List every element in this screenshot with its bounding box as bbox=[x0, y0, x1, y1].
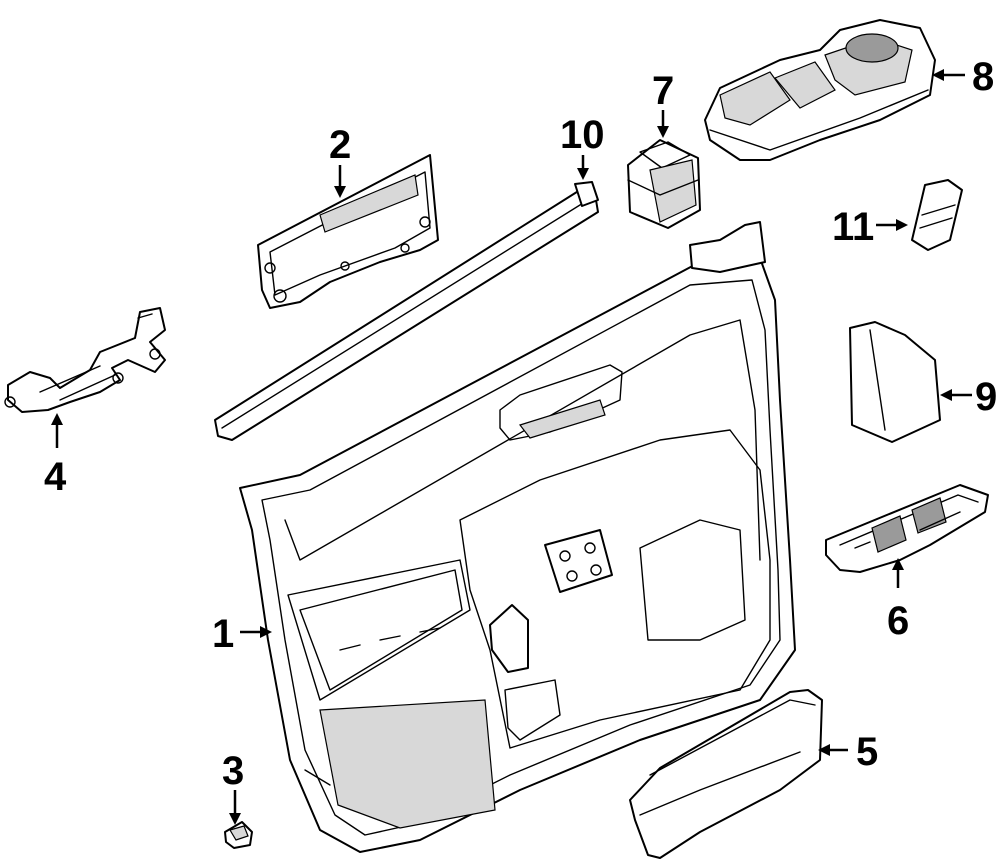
callout-11: 11 bbox=[832, 205, 874, 249]
part-8-master-switch[interactable] bbox=[704, 19, 936, 161]
callout-numbers: 1 2 3 4 5 6 7 8 9 10 11 bbox=[44, 55, 997, 793]
part-1-door-trim-panel[interactable] bbox=[239, 221, 796, 853]
part-5-armrest-pad[interactable] bbox=[629, 689, 823, 859]
callout-1: 1 bbox=[212, 612, 234, 656]
part-7-switch[interactable] bbox=[627, 139, 701, 229]
callout-8: 8 bbox=[972, 55, 994, 99]
callout-2: 2 bbox=[329, 123, 351, 167]
callout-10: 10 bbox=[560, 113, 605, 157]
part-6-switch-bezel[interactable] bbox=[825, 484, 989, 573]
callout-9: 9 bbox=[975, 375, 997, 419]
callout-6: 6 bbox=[887, 599, 909, 643]
callout-4: 4 bbox=[44, 455, 67, 499]
part-11-small-switch[interactable] bbox=[911, 179, 963, 251]
callout-3: 3 bbox=[222, 749, 244, 793]
part-4-harness-bracket[interactable] bbox=[4, 307, 166, 413]
callout-leaders bbox=[51, 69, 972, 825]
callout-5: 5 bbox=[856, 730, 878, 774]
part-9-cover[interactable] bbox=[849, 321, 941, 443]
callout-7: 7 bbox=[652, 69, 674, 113]
part-10-weatherstrip[interactable] bbox=[214, 181, 599, 441]
part-3-clip[interactable] bbox=[224, 821, 253, 849]
part-2-bracket[interactable] bbox=[257, 154, 439, 309]
